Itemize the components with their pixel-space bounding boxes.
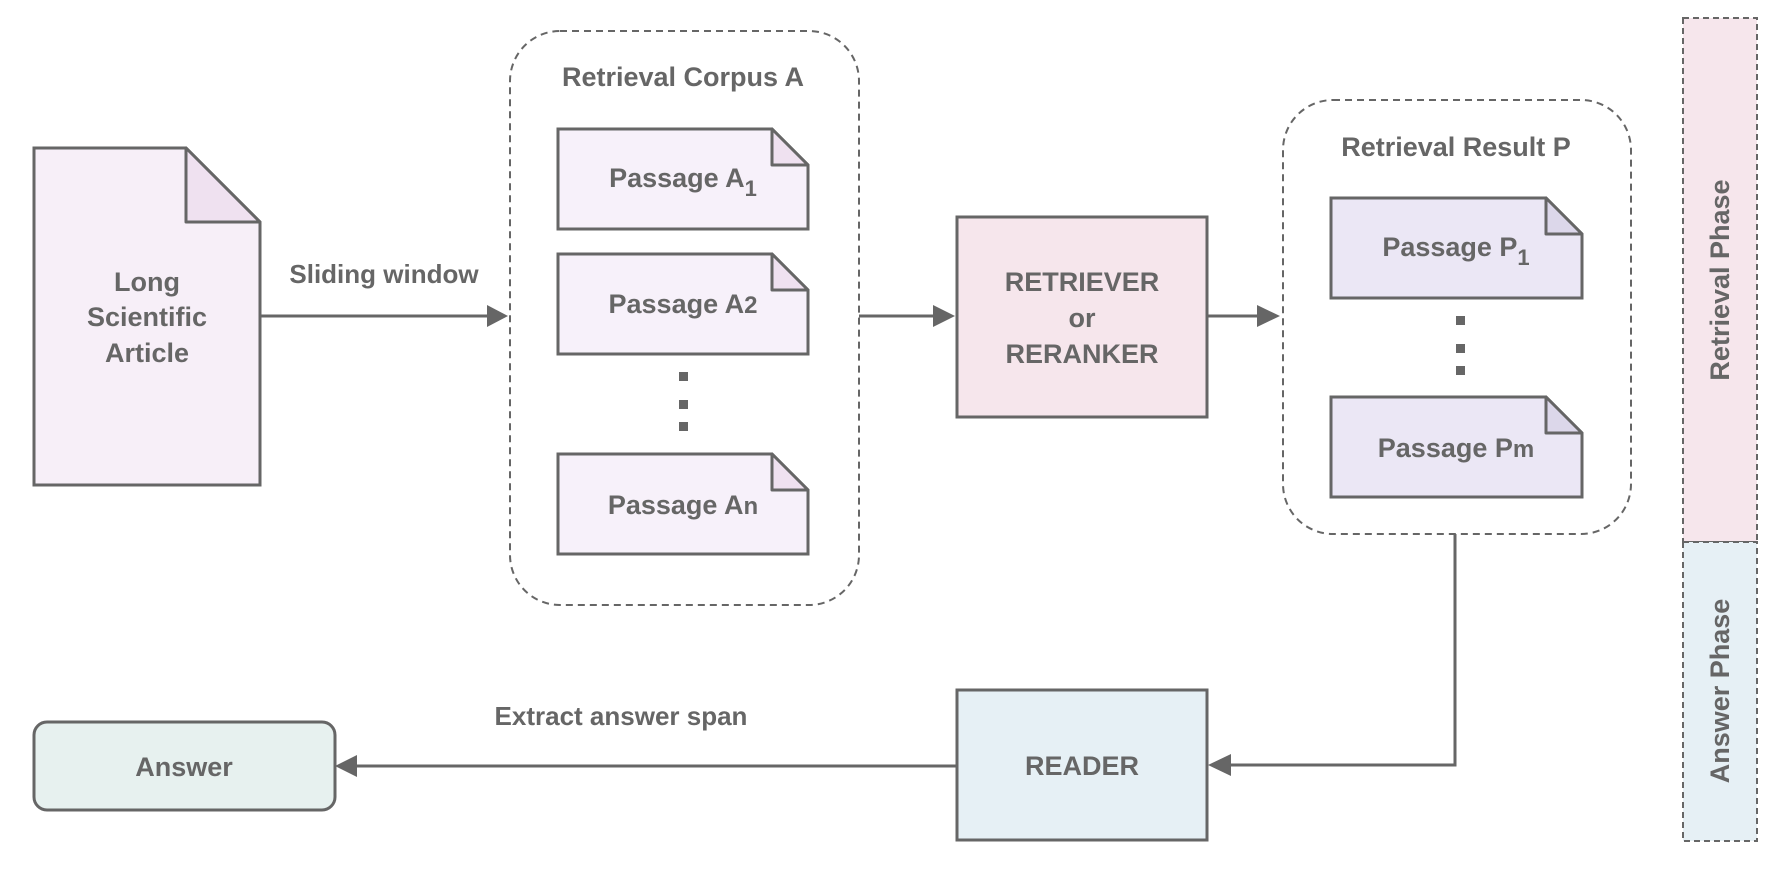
result-ellipsis-dot-1	[1456, 316, 1465, 325]
passage-a-2-shape	[556, 252, 810, 356]
passage-a-2-subscript: 2	[744, 292, 757, 319]
result-to-reader-connector	[1208, 534, 1457, 776]
passage-p-1-subscript: 1	[1517, 245, 1529, 270]
retriever-line-2: or	[1069, 303, 1096, 333]
answer-label: Answer	[135, 752, 233, 782]
sliding-window-connector: Sliding window	[260, 259, 508, 327]
answer-phase-shape	[1682, 541, 1758, 842]
passage-a-1: Passage A1	[556, 127, 810, 231]
passage-a-n-shape	[556, 452, 810, 556]
article-line-2: Scientific	[87, 302, 207, 332]
passage-a-2-text: Passage A2	[609, 289, 758, 319]
passage-p-m-fold	[1544, 395, 1584, 435]
article-fold	[184, 146, 262, 224]
retrieval-phase-label: Retrieval Phase	[1705, 179, 1735, 380]
article-shape	[32, 146, 262, 487]
corpus-to-retriever-connector	[859, 305, 955, 327]
corpus-ellipsis-dot-3	[679, 422, 688, 431]
answer-phase-label: Answer Phase	[1705, 599, 1735, 784]
passage-a-n-fold	[770, 452, 810, 492]
passage-a-1-text: Passage A1	[609, 163, 757, 201]
passage-a-n-subscript: n	[743, 493, 758, 520]
result-title: Retrieval Result P	[1341, 132, 1571, 162]
passage-a-n-text: Passage An	[608, 490, 758, 520]
result-ellipsis	[1456, 316, 1465, 375]
retriever-to-result-arrowhead	[1257, 305, 1280, 327]
retrieval-corpus-group: Retrieval Corpus A Passage A1 Passage A2…	[509, 30, 860, 606]
reader-label: READER	[1025, 751, 1139, 781]
corpus-ellipsis	[679, 372, 688, 431]
passage-a-1-fold	[770, 127, 810, 167]
passage-a-2-label: Passage A	[609, 289, 745, 319]
corpus-ellipsis-dot-2	[679, 400, 688, 409]
passage-p-m-subscript: m	[1513, 436, 1534, 463]
passage-p-m-label: Passage P	[1378, 433, 1513, 463]
passage-a-1-shape	[556, 127, 810, 231]
sliding-window-arrowhead	[487, 305, 508, 327]
reader-box: READER	[955, 688, 1209, 842]
sliding-window-label: Sliding window	[289, 259, 479, 289]
passage-a-n: Passage An	[556, 452, 810, 556]
passage-a-2: Passage A2	[556, 252, 810, 356]
passage-p-1-text: Passage P1	[1382, 232, 1529, 270]
corpus-to-retriever-arrowhead	[933, 305, 955, 327]
corpus-dashed-border	[509, 30, 860, 606]
article-document: Long Scientific Article	[32, 146, 262, 487]
passage-a-1-subscript: 1	[745, 176, 757, 201]
passage-p-m-text: Passage Pm	[1378, 433, 1534, 463]
answer-shape	[32, 720, 337, 812]
answer-box: Answer	[32, 720, 337, 812]
passage-a-2-fold	[770, 252, 810, 292]
passage-p-m: Passage Pm	[1329, 395, 1584, 499]
retriever-to-result-connector	[1207, 305, 1280, 327]
result-to-reader-line	[1230, 534, 1457, 767]
passage-p-1-shape	[1329, 196, 1584, 300]
result-dashed-border	[1282, 99, 1632, 535]
passage-p-1: Passage P1	[1329, 196, 1584, 300]
article-line-3: Article	[105, 338, 189, 368]
retriever-line-3: RERANKER	[1005, 339, 1158, 369]
retriever-box: RETRIEVER or RERANKER	[955, 215, 1209, 419]
reader-to-answer-arrowhead	[335, 755, 357, 777]
retrieval-phase-bar: Retrieval Phase	[1682, 17, 1758, 543]
reader-to-answer-connector: Extract answer span	[335, 701, 957, 777]
article-line-1: Long	[114, 267, 180, 297]
retrieval-result-group: Retrieval Result P Passage P1 Passage Pm	[1282, 99, 1632, 535]
answer-phase-bar: Answer Phase	[1682, 541, 1758, 842]
passage-a-n-label: Passage A	[608, 490, 744, 520]
result-ellipsis-dot-2	[1456, 344, 1465, 353]
passage-p-m-shape	[1329, 395, 1584, 499]
passage-p-1-label: Passage P	[1382, 232, 1517, 262]
result-to-reader-arrowhead	[1208, 754, 1231, 776]
reader-shape	[955, 688, 1209, 842]
retriever-line-1: RETRIEVER	[1005, 267, 1160, 297]
extract-answer-label: Extract answer span	[495, 701, 748, 731]
passage-a-1-label: Passage A	[609, 163, 745, 193]
passage-p-1-fold	[1544, 196, 1584, 236]
corpus-ellipsis-dot-1	[679, 372, 688, 381]
retrieval-phase-shape	[1682, 17, 1758, 543]
corpus-title: Retrieval Corpus A	[562, 62, 804, 92]
result-ellipsis-dot-3	[1456, 366, 1465, 375]
